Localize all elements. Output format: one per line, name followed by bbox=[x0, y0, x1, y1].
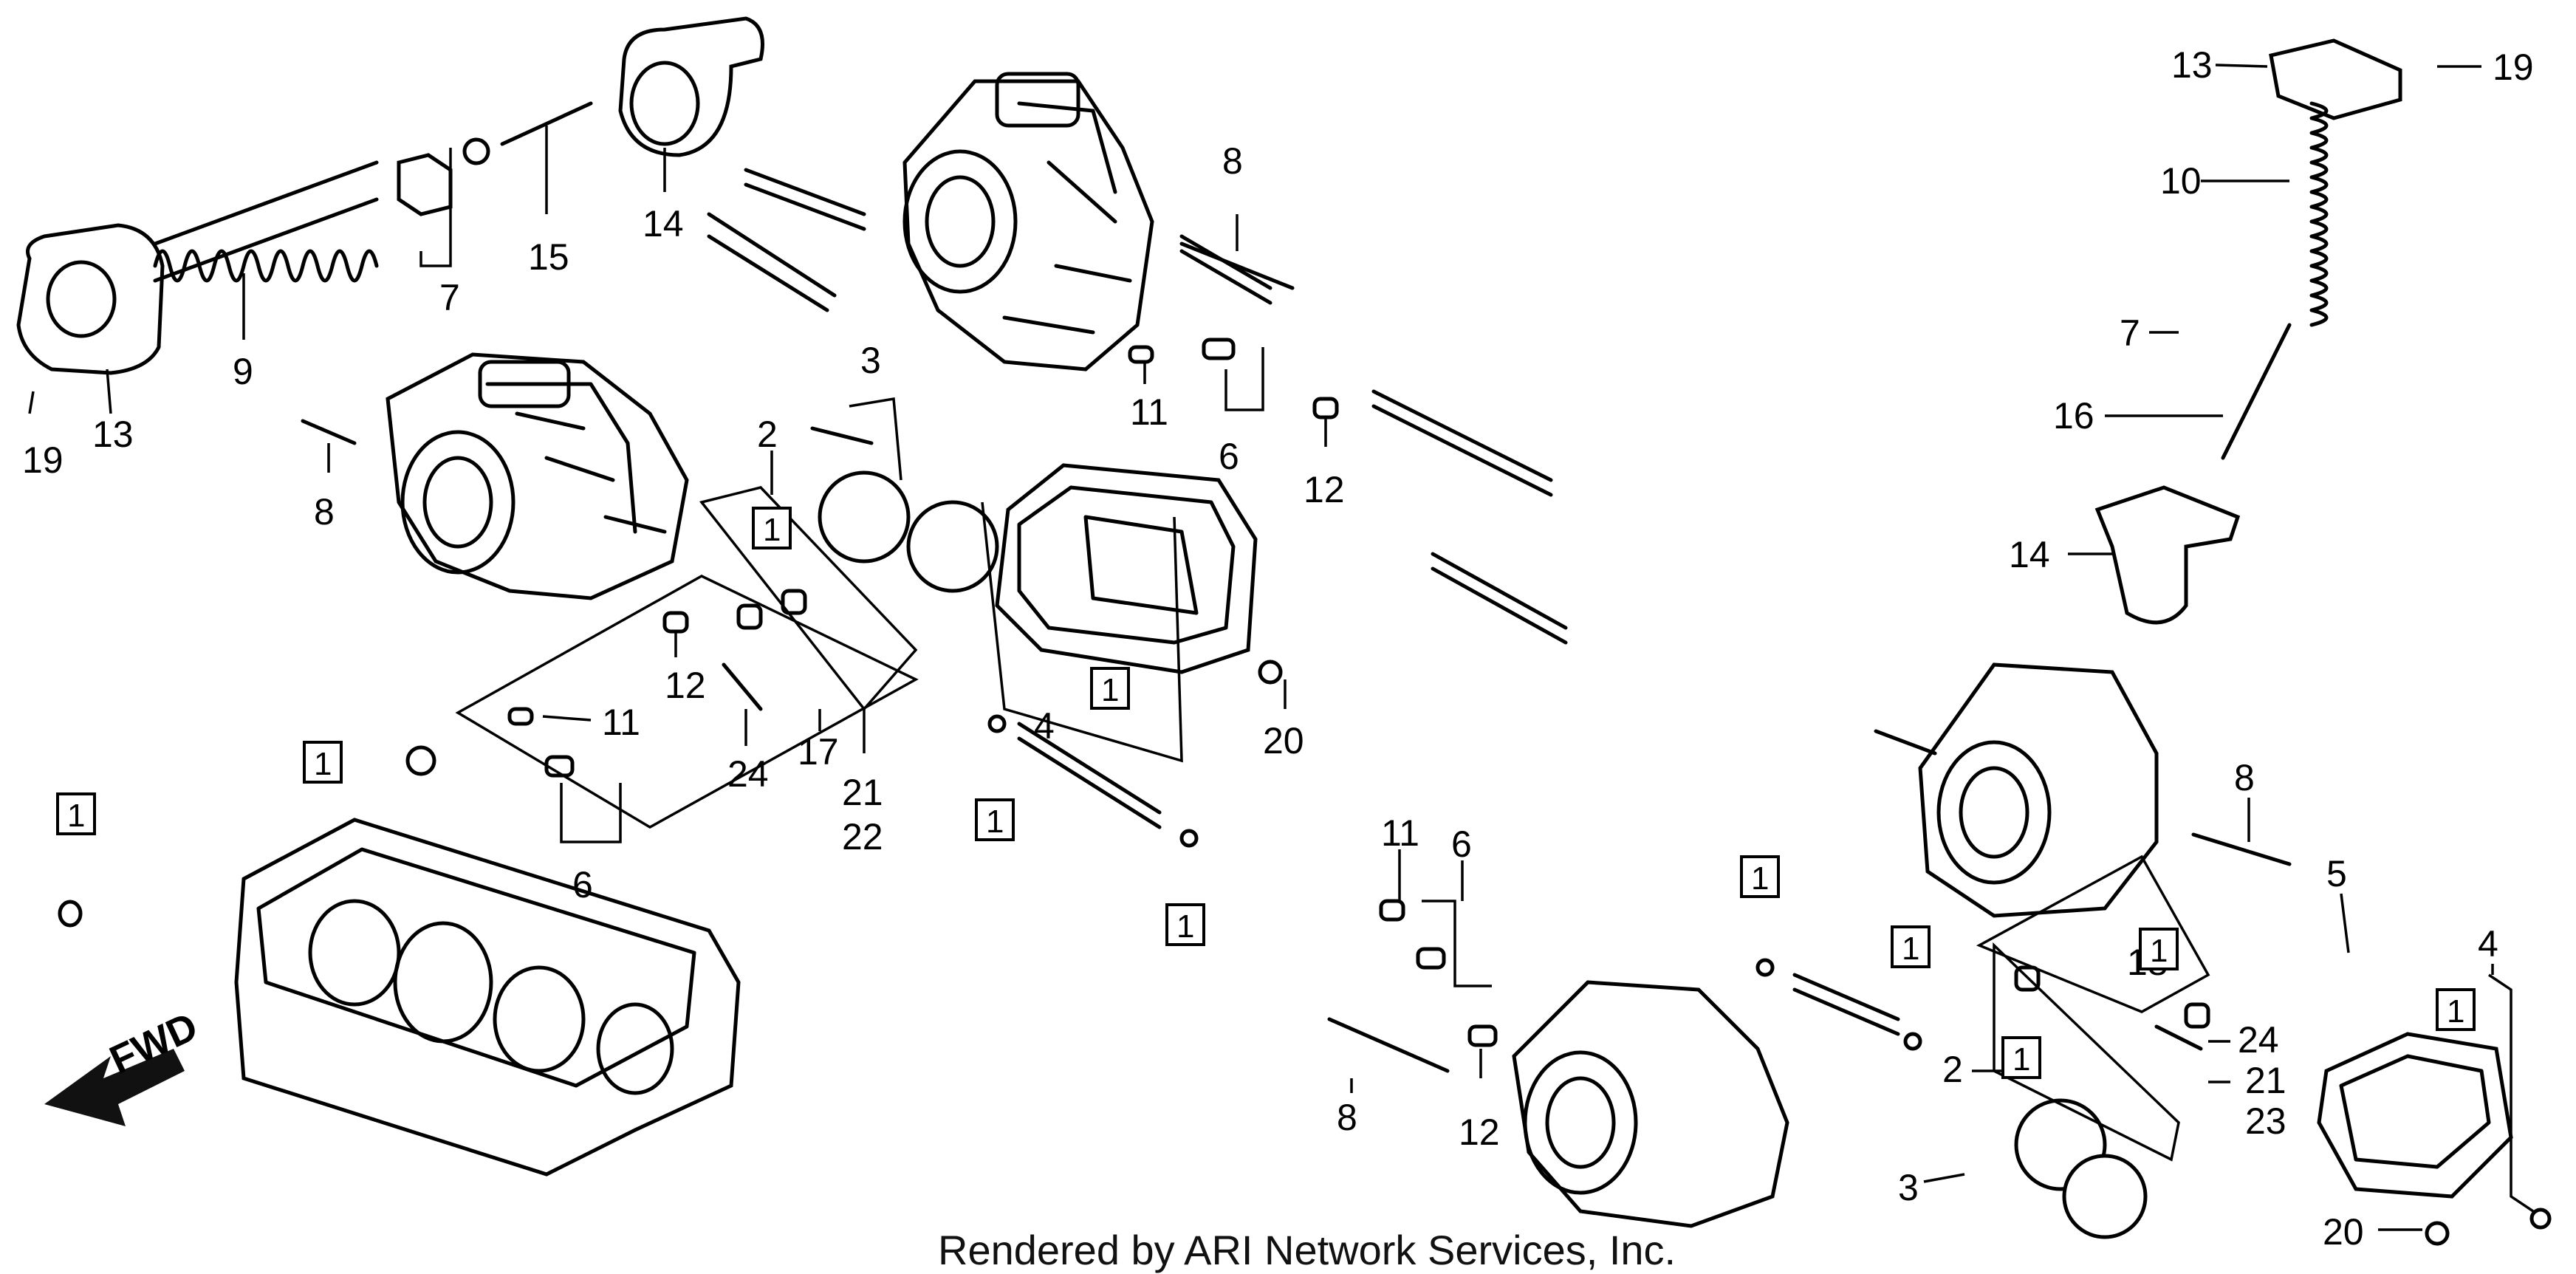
callout-22: 22 bbox=[842, 816, 883, 857]
callout-16: 16 bbox=[2053, 395, 2094, 436]
callout-24-left: 24 bbox=[727, 753, 769, 795]
kit-marker: 1 bbox=[67, 798, 85, 834]
callout-11-right: 11 bbox=[1381, 812, 1419, 854]
callout-24-right: 24 bbox=[2238, 1019, 2279, 1061]
callout-17: 17 bbox=[798, 731, 839, 773]
clip-7 bbox=[462, 137, 490, 165]
callout-11-top: 11 bbox=[1130, 391, 1168, 433]
callout-13-right: 13 bbox=[2171, 44, 2213, 86]
kit-marker: 1 bbox=[2447, 993, 2464, 1030]
kit-marker: 1 bbox=[1101, 672, 1119, 708]
callout-9: 9 bbox=[233, 351, 253, 392]
callout-21-right: 21 bbox=[2245, 1060, 2286, 1101]
spring-10 bbox=[2309, 101, 2329, 327]
callout-6-left: 6 bbox=[572, 864, 593, 905]
carburetor-body-top-center bbox=[902, 72, 1154, 371]
screw-8d bbox=[2191, 832, 2292, 866]
kit-marker: 1 bbox=[314, 746, 332, 782]
spring-9 bbox=[153, 160, 379, 283]
callout-19-left: 19 bbox=[22, 439, 64, 481]
pilot-screw-24a bbox=[722, 662, 763, 711]
fwd-arrow: FWD bbox=[44, 1004, 205, 1126]
kit-marker: 1 bbox=[2012, 1041, 2030, 1078]
carburetor-body-right-lower bbox=[1512, 980, 1789, 1228]
leader-brackets bbox=[419, 148, 2534, 1213]
vacuum-piston-14 bbox=[618, 16, 764, 157]
screw-8a bbox=[1179, 242, 1295, 290]
callout-6-top: 6 bbox=[1219, 436, 1239, 477]
float-pin-4 bbox=[1017, 722, 1162, 829]
float-3a bbox=[818, 470, 911, 564]
callout-7-right: 7 bbox=[2120, 312, 2140, 354]
callout-15: 15 bbox=[528, 236, 569, 278]
kit-marker: 1 bbox=[986, 804, 1004, 840]
retainer-7 bbox=[397, 153, 453, 216]
top-cover-group-right bbox=[2094, 38, 2402, 625]
kit-markers: 1 1 1 1 1 1 1 1 1 1 1 bbox=[56, 507, 2476, 1079]
kit-marker: 1 bbox=[1176, 908, 1194, 945]
callout-4-left: 4 bbox=[1034, 705, 1055, 747]
callout-12-left: 12 bbox=[665, 665, 706, 706]
jet-needle-16 bbox=[2221, 323, 2292, 460]
fuel-tubes bbox=[707, 168, 1900, 1036]
carburetor-body-right-upper bbox=[1874, 662, 2159, 918]
callout-23: 23 bbox=[2245, 1100, 2286, 1142]
cover-dome bbox=[46, 260, 117, 338]
callout-13-left: 13 bbox=[92, 414, 134, 455]
top-cover-group-left bbox=[16, 16, 764, 375]
callout-6-right: 6 bbox=[1451, 823, 1472, 865]
kit-marker: 1 bbox=[763, 512, 781, 548]
callout-2-left: 2 bbox=[757, 414, 778, 455]
callout-11-left: 11 bbox=[602, 702, 640, 743]
callout-20-right: 20 bbox=[2323, 1211, 2364, 1253]
callout-10: 10 bbox=[2160, 160, 2202, 202]
callout-21-left: 21 bbox=[842, 772, 883, 813]
float-chamber-assembly bbox=[810, 426, 1258, 829]
kit-marker: 1 bbox=[1751, 860, 1769, 897]
callout-14-right: 14 bbox=[2009, 534, 2050, 575]
callout-20-left: 20 bbox=[1263, 720, 1304, 761]
kit-marker: 1 bbox=[2150, 933, 2168, 969]
callout-14-left: 14 bbox=[643, 203, 684, 244]
jet-needle-15 bbox=[500, 101, 593, 146]
credit-text: Rendered by ARI Network Services, Inc. bbox=[938, 1227, 1676, 1273]
float-bowl-base bbox=[234, 818, 741, 1177]
float-chamber-right bbox=[2014, 1032, 2513, 1239]
callout-12-top: 12 bbox=[1304, 469, 1345, 510]
float-3d bbox=[2062, 1154, 2148, 1239]
callout-19-right: 19 bbox=[2493, 47, 2534, 88]
callout-12-bottom: 12 bbox=[1459, 1112, 1500, 1153]
fwd-arrow-icon bbox=[44, 1049, 185, 1126]
carburetor-body-left bbox=[386, 352, 689, 600]
callout-8-top: 8 bbox=[1222, 140, 1243, 182]
callout-8-left: 8 bbox=[314, 491, 335, 532]
callout-7-left: 7 bbox=[439, 277, 460, 318]
pilot-screw-24b bbox=[2154, 1024, 2203, 1051]
top-cover-13-right bbox=[2269, 38, 2402, 120]
callout-8-right: 8 bbox=[2234, 757, 2255, 798]
callout-8-bottom: 8 bbox=[1337, 1097, 1357, 1138]
vacuum-piston-14-right bbox=[2094, 485, 2241, 625]
callout-3-left: 3 bbox=[860, 340, 881, 381]
callout-3-right: 3 bbox=[1898, 1167, 1919, 1208]
kit-marker: 1 bbox=[1902, 931, 1919, 967]
callout-5: 5 bbox=[2326, 853, 2347, 894]
float-3b bbox=[906, 500, 999, 593]
callout-4-right: 4 bbox=[2478, 923, 2498, 965]
screw-8b bbox=[301, 419, 357, 445]
top-cover-13-left bbox=[16, 223, 165, 375]
callout-2-right: 2 bbox=[1942, 1049, 1963, 1090]
screw-8c bbox=[1327, 1017, 1450, 1073]
